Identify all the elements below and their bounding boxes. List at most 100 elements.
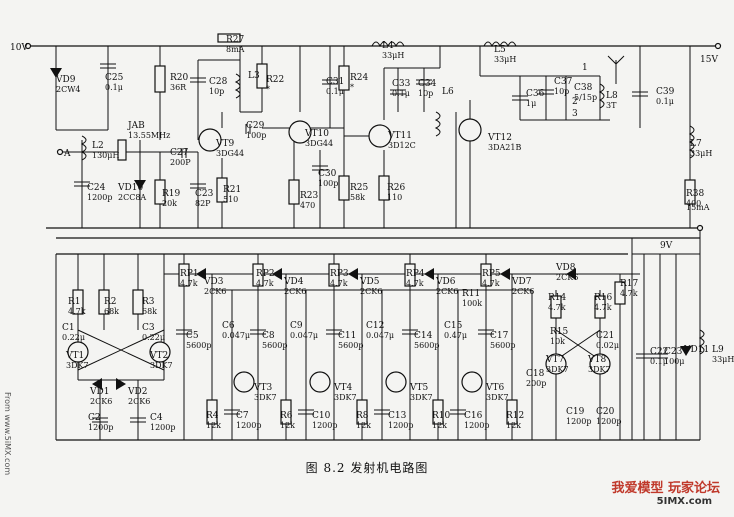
component-value-r16: 4.7k: [594, 303, 612, 312]
component-value-c30: 100p: [318, 179, 338, 188]
component-ref-c9: C9: [290, 321, 303, 331]
component-ref-vd5: VD5: [359, 277, 380, 287]
component-value-r22: *: [266, 85, 270, 94]
component-value-c16: 1200p: [464, 421, 489, 430]
component-value-l8: 3T: [606, 101, 617, 110]
component-value-vt3: 3DK7: [254, 393, 277, 402]
component-ref-c12: C12: [366, 321, 384, 331]
component-ref-vt5: VT5: [409, 383, 429, 393]
component-value-c20: 1200p: [596, 417, 621, 426]
supply-left-label: 10V: [10, 43, 28, 53]
component-value-r20: 36R: [170, 83, 187, 92]
component-value-c19: 1200p: [566, 417, 591, 426]
component-ref-vt8: VT8: [587, 355, 607, 365]
component-value-l4: 33μH: [382, 51, 404, 60]
component-value-r25: 58k: [350, 193, 365, 202]
component-value-c6: 0.047μ: [222, 331, 250, 340]
component-value-c2: 1200p: [88, 423, 113, 432]
component-ref-c2: C2: [88, 413, 101, 423]
component-value-c1: 0.22μ: [62, 333, 85, 342]
component-ref-vd3: VD3: [203, 277, 224, 287]
component-value-vd8: 2CK6: [556, 273, 578, 282]
component-value-c22: 0.1μ: [650, 357, 668, 366]
component-ref-vt4: VT4: [333, 383, 353, 393]
component-value-r8: 12k: [356, 421, 371, 430]
component-ref-c5: C5: [186, 331, 199, 341]
component-value-c23: 82P: [195, 199, 211, 208]
component-ref-rp5: RP5: [482, 269, 501, 279]
component-ref-c20: C20: [596, 407, 615, 417]
component-ref-c27: C27: [170, 148, 189, 158]
figure-caption: 图 8.2 发射机电路图: [305, 461, 429, 475]
component-value-c8: 5600p: [262, 341, 287, 350]
component-value-r27: 8mA: [226, 45, 245, 54]
component-ref-rp2: RP2: [256, 269, 275, 279]
component-ref-c29: C29: [246, 121, 265, 131]
component-value-c18: 200p: [526, 379, 546, 388]
component-value-c21: 0.02μ: [596, 341, 619, 350]
component-ref-vt3: VT3: [253, 383, 273, 393]
component-value-vt11: 3D12C: [388, 141, 416, 150]
component-ref-r16: R16: [594, 293, 613, 303]
component-value-vd5: 2CK6: [360, 287, 382, 296]
component-value-l5: 33μH: [494, 55, 516, 64]
component-value-r26: 110: [387, 193, 402, 202]
component-ref-vd10: VD10: [117, 183, 143, 193]
component-value-c39: 0.1μ: [656, 97, 674, 106]
component-ref-r15: R15: [550, 327, 569, 337]
component-ref-r3: R3: [142, 297, 155, 307]
component-ref-vd6: VD6: [435, 277, 456, 287]
component-value-c7: 1200p: [236, 421, 261, 430]
component-ref-c11: C11: [338, 331, 356, 341]
component-ref-vt9: VT9: [215, 139, 235, 149]
component-ref-r24: R24: [350, 73, 369, 83]
component-value-c14: 5600p: [414, 341, 439, 350]
component-ref-c30: C30: [318, 169, 337, 179]
component-value-rp2: 4.7k: [256, 279, 274, 288]
component-ref-r14: R14: [548, 293, 567, 303]
component-value-rp1: 4.7k: [180, 279, 198, 288]
component-ref-c1: C1: [62, 323, 75, 333]
module-number-2: 2: [572, 97, 578, 107]
component-ref-vt10: VT10: [304, 129, 329, 139]
component-value-c17: 5600p: [490, 341, 515, 350]
component-value-c9: 0.047μ: [290, 331, 318, 340]
component-value-r24: *: [350, 83, 354, 92]
component-value-c38: 5/15p: [574, 93, 597, 102]
component-value-vt1: 3DK7: [66, 361, 89, 370]
component-value-vt4: 3DK7: [334, 393, 357, 402]
component-value-l9: 33μH: [712, 355, 734, 364]
module-numbers: 123: [572, 63, 588, 119]
component-ref-c25: C25: [105, 73, 124, 83]
component-ref-l3: L3: [248, 71, 260, 81]
component-ref-jab: JAB: [127, 121, 145, 131]
component-value-c11: 5600p: [338, 341, 363, 350]
component-ref-c6: C6: [222, 321, 235, 331]
module-number-1: 1: [582, 63, 588, 73]
component-value-vd4: 2CK6: [284, 287, 306, 296]
component-ref-rp1: RP1: [180, 269, 199, 279]
component-value-r12: 12k: [506, 421, 521, 430]
component-ref-vt2: VT2: [149, 351, 168, 361]
component-ref-c17: C17: [490, 331, 509, 341]
component-ref-vd8: VD8: [555, 263, 576, 273]
component-ref-c23b: C23: [664, 347, 683, 357]
component-value-r11: 100k: [462, 299, 482, 308]
component-value-c10: 1200p: [312, 421, 337, 430]
supply-right-label: 15V: [700, 55, 718, 65]
component-ref-c19: C19: [566, 407, 585, 417]
component-ref-r23: R23: [300, 191, 319, 201]
component-value-vt2: 3DK7: [150, 361, 173, 370]
component-ref-r27: R27: [226, 35, 245, 45]
component-ref-r26: R26: [387, 183, 406, 193]
component-value-vt6: 3DK7: [486, 393, 509, 402]
component-ref-vt1: VT1: [65, 351, 84, 361]
component-value-vt5: 3DK7: [410, 393, 433, 402]
component-ref-l9: L9: [712, 345, 724, 355]
component-ref-vd7: VD7: [511, 277, 532, 287]
component-value-r4: 12k: [206, 421, 221, 430]
component-ref-c16: C16: [464, 411, 483, 421]
component-value-vt8: 3DK7: [588, 365, 611, 374]
component-ref-r21: R21: [223, 185, 241, 195]
component-value-c23b: 100μ: [664, 357, 684, 366]
